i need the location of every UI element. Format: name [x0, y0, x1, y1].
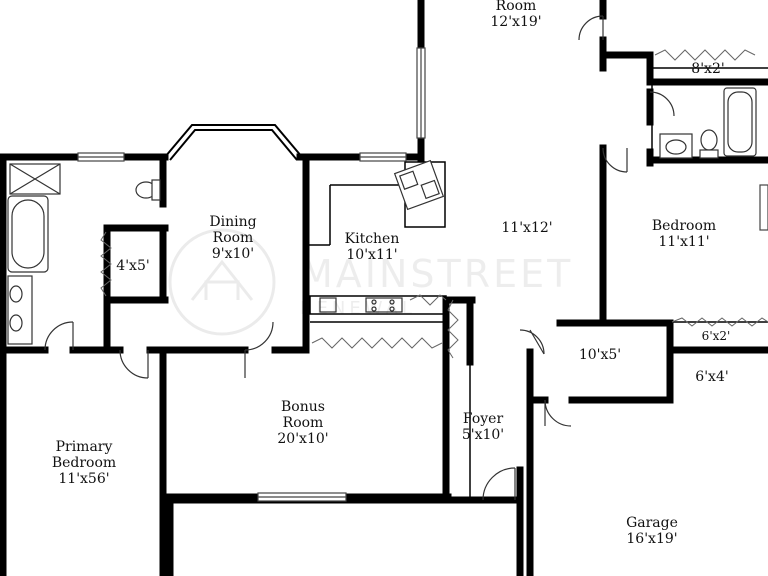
kitchen-sink-icon — [393, 159, 445, 211]
closet-top-label: 8'x2' — [691, 61, 725, 77]
storage-label: 6'x4' — [695, 369, 729, 385]
foyer-label: Foyer 5'x10' — [461, 411, 505, 443]
laundry-label: 10'x5' — [578, 347, 622, 363]
windows — [77, 47, 768, 502]
bath2-toilet-icon — [700, 129, 718, 151]
watermark-text: MAINSTREET — [300, 252, 574, 296]
closet-bedroom-label: 6'x2' — [701, 329, 731, 343]
closet-bath-label: 4'x5' — [116, 258, 150, 274]
vanity-icon — [7, 275, 33, 345]
dining-room-label: Dining Room 9'x10' — [209, 214, 257, 262]
bedroom-label: Bedroom 11'x11' — [651, 218, 717, 250]
primary-bedroom-label: Primary Bedroom 11'x56' — [51, 439, 117, 487]
fixtures — [7, 87, 757, 345]
door-swings — [44, 15, 675, 501]
bonus-room-label: Bonus Room 20'x10' — [277, 399, 329, 447]
fridge-icon — [319, 297, 337, 313]
bay-window — [164, 124, 303, 161]
garage-label: Garage 16'x19' — [626, 515, 678, 547]
room-top-label: Room 12'x19' — [490, 0, 542, 30]
living-area-label: 11'x12' — [501, 220, 553, 236]
closet-doors — [100, 49, 768, 359]
watermark-subtext: RENEWAL — [300, 298, 416, 319]
watermark-logo — [168, 228, 276, 336]
kitchen-label: Kitchen 10'x11' — [344, 231, 400, 263]
